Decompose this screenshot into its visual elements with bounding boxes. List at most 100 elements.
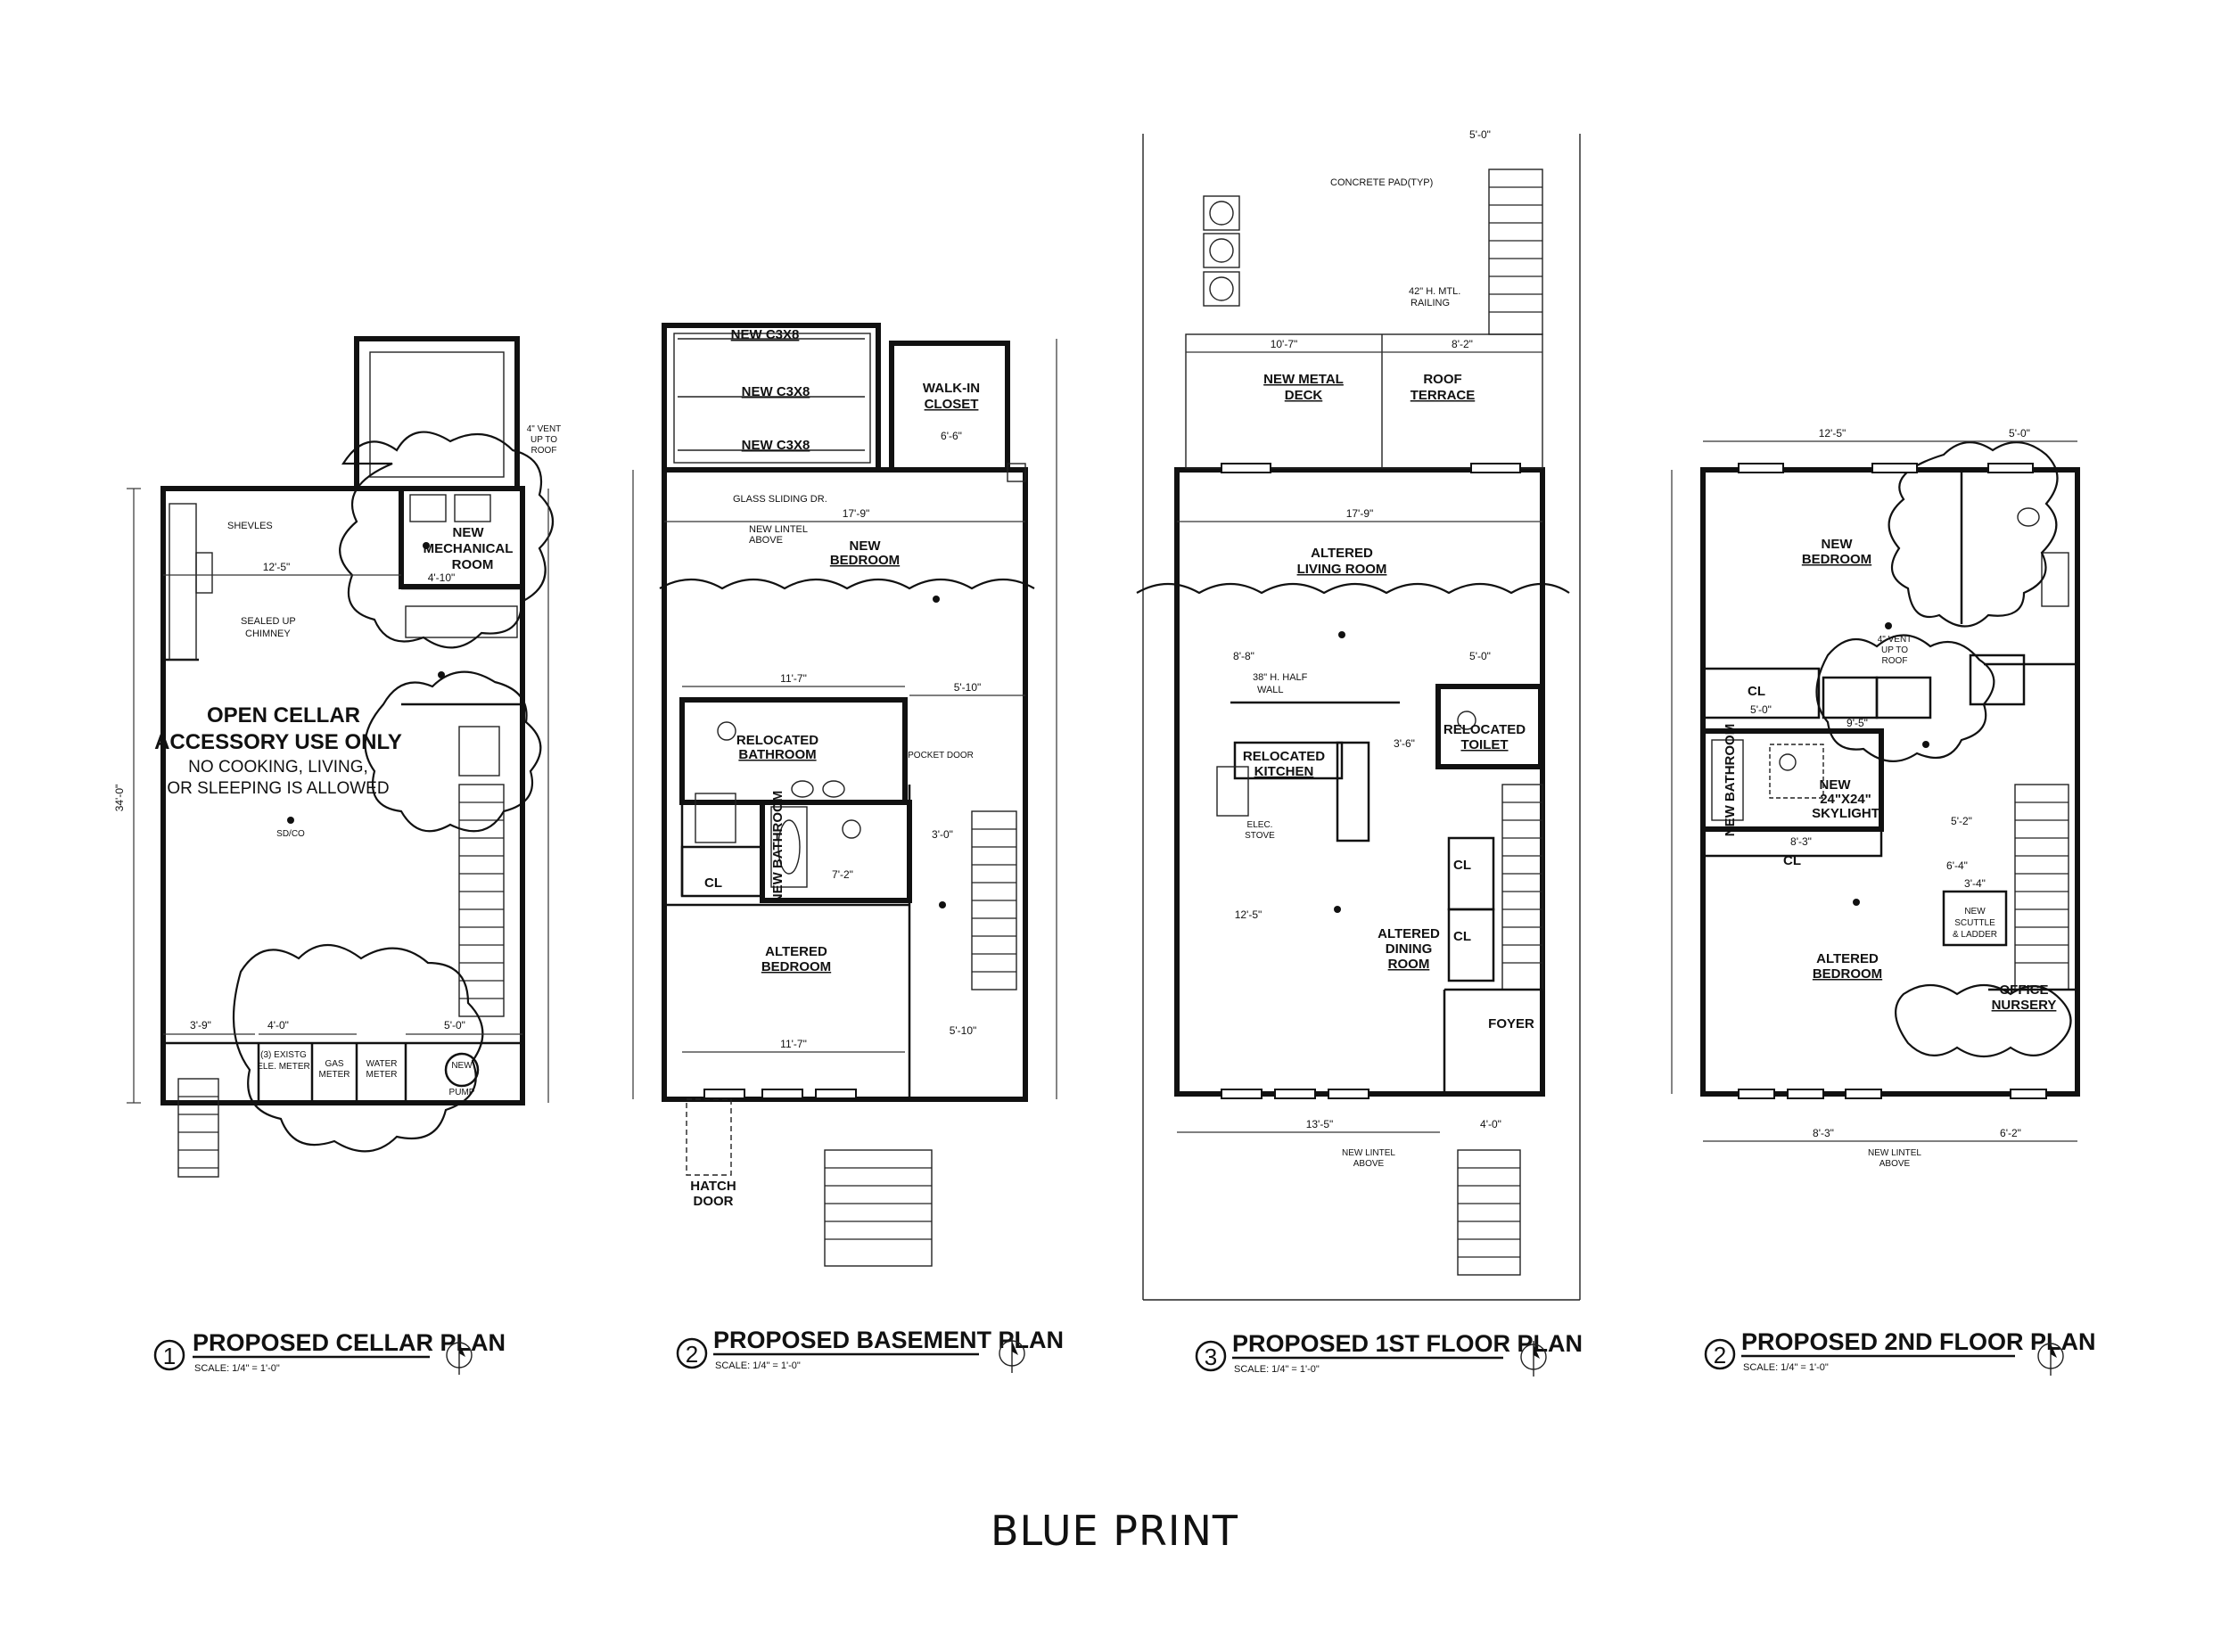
basement-stair [971,810,1017,990]
relocated-kitchen [1233,741,1344,780]
water-meter-label-a: WATER [366,1059,398,1069]
accessory-use-label: ACCESSORY USE ONLY [154,730,402,754]
elec-meter-label-a: (3) EXISTG [260,1050,307,1060]
half-wall-label-a: 38" H. HALF [1253,672,1308,683]
new-bedroom-label-b: BEDROOM [830,553,900,568]
shelves-label: SHEVLES [227,521,273,531]
c3x8-label-1: NEW C3X8 [731,327,800,342]
mechanical-label-c: ROOM [452,557,494,572]
kitchen-label-a: RELOCATED [1243,749,1325,764]
cellar-rear-box [354,336,520,491]
dim-17-9: 17'-9" [843,507,870,520]
altered-bedroom-label-b: BEDROOM [1813,966,1882,982]
pump-label-b: PUMP [449,1088,475,1097]
railing-note-b: RAILING [1411,298,1450,308]
new-bedroom-label-b: BEDROOM [1802,552,1871,567]
scuttle-label-a: NEW [1964,907,1986,916]
plan-title: PROPOSED 2ND FLOOR PLAN [1741,1328,2096,1355]
dim-12-5: 12'-5" [1819,427,1847,440]
scuttle-label-c: & LADDER [1953,930,1997,940]
water-meter-label-b: METER [366,1070,398,1080]
closet-label-a: WALK-IN [923,381,980,396]
dim-overall: 34'-0" [113,785,126,812]
cl-label-2: CL [1453,929,1471,944]
vent-label-a: 4" VENT [1878,635,1912,645]
basement-plan: NEW C3X8 NEW C3X8 NEW C3X8 WALK-IN CLOSE… [632,323,1064,1373]
north-arrow-icon [1520,1341,1547,1377]
vent-label-b: UP TO [1881,645,1908,655]
relocated-bath-label-b: BATHROOM [738,747,816,762]
toilet-label-b: TOILET [1460,737,1508,752]
metal-deck [1185,333,1543,469]
first-floor-entry-stair [1457,1149,1521,1276]
dim-4-0: 4'-0" [267,1019,289,1031]
dim-6-6: 6'-6" [941,430,962,442]
lintel-note-b: ABOVE [1353,1159,1385,1169]
condenser-3 [1203,271,1240,307]
dim-3-4: 3'-4" [1964,877,1986,890]
dim-11-7: 11'-7" [780,672,807,685]
cellar-plan: SHEVLES SEALED UP CHIMNEY NEW MECHANICAL… [113,336,562,1375]
dim-17-9: 17'-9" [1346,507,1374,520]
foyer-label: FOYER [1488,1016,1534,1031]
cl-label-1: CL [1748,684,1765,699]
dim-13-5: 13'-5" [1306,1118,1334,1130]
office-label-a: OFFICE [2000,982,2049,998]
plan-scale: SCALE: 1/4" = 1'-0" [194,1363,280,1374]
new-bedroom-label-a: NEW [1822,537,1854,552]
dim-3-6: 3'-6" [1394,737,1415,750]
dining-label-a: ALTERED [1378,926,1440,941]
dim-5-0-b: 5'-0" [1750,703,1772,716]
gas-meter-label-a: GAS [325,1059,343,1069]
dim-5-0-top: 5'-0" [1469,128,1491,141]
first-floor-plan: NEW METAL DECK ROOF TERRACE ALTERED LIVI… [1136,128,1583,1377]
dim-6-4: 6'-4" [1946,859,1968,872]
cellar-stair [458,784,505,1017]
open-cellar-label: OPEN CELLAR [207,703,360,727]
dim-3-0: 3'-0" [932,828,953,841]
plan-number: 3 [1205,1344,1217,1370]
deck-label-a: NEW METAL [1263,372,1344,387]
lintel-note-b: ABOVE [749,535,783,546]
mechanical-room [399,486,525,589]
living-room-label-b: LIVING ROOM [1297,562,1387,577]
dim-7-2: 7'-2" [832,868,853,881]
plan-number: 2 [686,1341,698,1368]
dim-12-5: 12'-5" [263,561,291,573]
second-floor-plan: NEW BEDROOM CL NEW BATHROOM NEW 24"X24" … [1671,427,2096,1376]
railing-note-a: 42" H. MTL. [1409,286,1460,297]
terrace-label-b: TERRACE [1411,388,1476,403]
smoke-detector-label: SD/CO [276,829,305,839]
lintel-note-b: ABOVE [1879,1159,1911,1169]
cellar-entry-stair [177,1078,219,1178]
relocated-toilet [1435,684,1543,769]
lintel-note-a: NEW LINTEL [1342,1148,1395,1158]
living-room-label-a: ALTERED [1311,546,1373,561]
north-arrow-icon [446,1339,473,1375]
dim-11-7-b: 11'-7" [780,1038,807,1050]
kitchen-label-b: KITCHEN [1254,764,1314,779]
dim-5-10-b: 5'-10" [950,1024,977,1037]
vent-label-a: 4" VENT [527,424,562,434]
hatch-label-b: DOOR [694,1194,734,1209]
new-bathroom-label: NEW BATHROOM [770,791,785,903]
dining-label-c: ROOM [1388,957,1430,972]
dim-10-7: 10'-7" [1271,338,1298,350]
altered-bedroom-label-a: ALTERED [765,944,827,959]
vent-label-b: UP TO [531,435,557,445]
elec-meter-label-b: ELE. METER [257,1062,309,1072]
glass-door-note: GLASS SLIDING DR. [733,494,827,505]
no-cooking-note: NO COOKING, LIVING, [188,758,368,777]
new-pump [444,1052,480,1088]
dim-5-0: 5'-0" [444,1019,465,1031]
terrace-label-a: ROOF [1423,372,1461,387]
stove-label-b: STOVE [1245,831,1275,841]
first-floor-outer-wall [1174,467,1545,1097]
c3x8-label-3: NEW C3X8 [742,438,810,453]
dim-8-2: 8'-2" [1452,338,1473,350]
plan-title: PROPOSED 1ST FLOOR PLAN [1232,1330,1583,1357]
plan-number-circle [153,1339,185,1371]
walk-in-closet [889,341,1010,473]
new-bedroom-label-a: NEW [850,538,882,554]
